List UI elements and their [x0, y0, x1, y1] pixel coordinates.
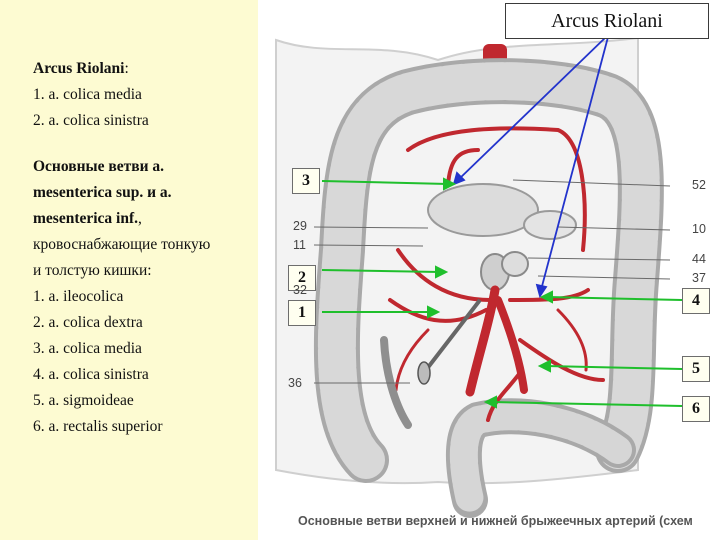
branch-item-1: 1. a. ileocolica — [33, 284, 255, 310]
arcus-heading-colon: : — [124, 60, 128, 77]
spacer — [33, 134, 255, 154]
arcus-item-2: 2. a. colica sinistra — [33, 108, 255, 134]
branches-heading-3-bold: mesenterica inf. — [33, 210, 138, 227]
marker-1: 1 — [288, 300, 316, 326]
legend-panel: Arcus Riolani: 1. a. colica media 2. a. … — [0, 0, 258, 540]
marker-4: 4 — [682, 288, 710, 314]
arcus-heading-bold: Arcus Riolani — [33, 60, 124, 77]
label-10: 10 — [692, 222, 706, 236]
branch-item-3: 3. a. colica media — [33, 336, 255, 362]
figure-caption: Основные ветви верхней и нижней брыжеечн… — [298, 514, 693, 528]
branches-heading-2: mesenterica sup. и a. — [33, 180, 255, 206]
anatomy-illustration — [258, 0, 720, 540]
label-52: 52 — [692, 178, 706, 192]
branches-heading-1: Основные ветви a. — [33, 154, 255, 180]
branches-desc-2: и толстую кишки: — [33, 258, 255, 284]
arcus-item-1: 1. a. colica media — [33, 82, 255, 108]
label-11: 11 — [293, 238, 306, 252]
marker-3: 3 — [292, 168, 320, 194]
label-44: 44 — [692, 252, 706, 266]
jejunum-loop — [524, 211, 576, 239]
branch-item-2: 2. a. colica dextra — [33, 310, 255, 336]
marker-6: 6 — [682, 396, 710, 422]
label-36: 36 — [288, 376, 302, 390]
legend-text: Arcus Riolani: 1. a. colica media 2. a. … — [33, 56, 255, 440]
bowel-stump — [502, 252, 528, 276]
clamp-handle — [418, 362, 430, 384]
branches-heading-3-comma: , — [138, 210, 142, 227]
branch-item-6: 6. a. rectalis superior — [33, 414, 255, 440]
anatomy-figure — [258, 0, 720, 540]
branches-heading-3: mesenterica inf., — [33, 206, 255, 232]
label-29: 29 — [293, 219, 307, 233]
arcus-riolani-title-box: Arcus Riolani — [505, 3, 709, 39]
branch-item-5: 5. a. sigmoideae — [33, 388, 255, 414]
branch-item-4: 4. a. colica sinistra — [33, 362, 255, 388]
arcus-heading: Arcus Riolani: — [33, 56, 255, 82]
marker-5: 5 — [682, 356, 710, 382]
label-32: 32 — [293, 283, 307, 297]
branches-desc-1: кровоснабжающие тонкую — [33, 232, 255, 258]
label-37: 37 — [692, 271, 706, 285]
pancreas — [428, 184, 538, 236]
